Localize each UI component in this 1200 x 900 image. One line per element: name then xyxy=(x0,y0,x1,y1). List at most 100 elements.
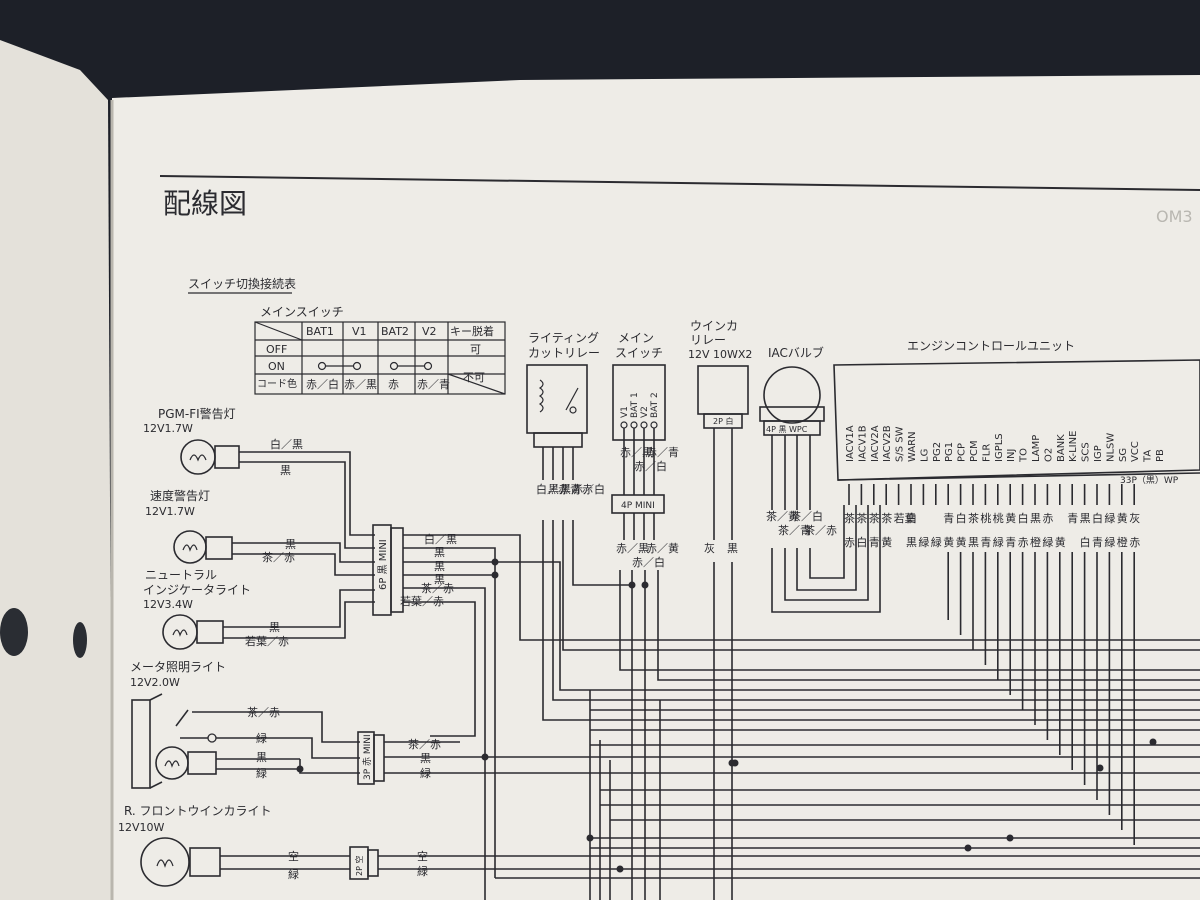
ecu-pin-label: BANK xyxy=(1056,434,1067,462)
ecu-wire-color-bottom: 黄 xyxy=(1055,535,1066,549)
relay-wire-1: 白／赤 xyxy=(536,482,569,496)
binder-hole-2 xyxy=(73,622,87,658)
ecu-wire-color-bottom: 黄 xyxy=(881,535,892,549)
ecu-wire-color-top: 桃 xyxy=(980,511,991,525)
ecu-pin-label: NLSW xyxy=(1105,433,1116,462)
iac-valve-name: IACバルブ xyxy=(768,345,824,360)
color-v1: 赤／黒 xyxy=(344,378,377,391)
main-page xyxy=(112,75,1200,900)
ecu-pin-label: PG2 xyxy=(932,442,943,462)
ecu-wire-color-top: 茶 xyxy=(856,512,867,525)
corner-mark: OM3 xyxy=(1156,207,1193,226)
terminal-bat2: BAT 2 xyxy=(650,392,660,418)
ecu-wire-color-top: 青 xyxy=(1067,512,1078,525)
c3p-out-2: 黒 xyxy=(420,752,431,765)
ecu-wires xyxy=(848,484,1135,845)
ecu-pin-label: PCP xyxy=(957,443,968,462)
connector-6p-black-mini: 6P 黒 MINI 白／黒 黒 黒 黒 茶／赤 若葉／赤 xyxy=(330,451,1200,900)
col-bat1: BAT1 xyxy=(306,325,334,338)
ecu-wire-color-top: 白 xyxy=(1092,511,1103,525)
ecu-pin-label: WARN xyxy=(907,431,918,462)
ecu-pin-label: LAMP xyxy=(1031,435,1042,462)
terminal-bat1: BAT 1 xyxy=(630,392,640,418)
meter-spec: 12V2.0W xyxy=(130,676,180,689)
relay-wire-4: 赤／白 xyxy=(572,482,605,496)
pgm-fi-wire-1: 白／黒 xyxy=(270,437,303,451)
ecu-pin-label: K-LINE xyxy=(1068,431,1079,462)
c6p-out-3: 黒 xyxy=(434,560,445,573)
neutral-wire-1: 黒 xyxy=(269,621,280,634)
ecu-wire-color-top: 黄 xyxy=(1117,511,1128,525)
connector-2p: 2P 空 空 緑 xyxy=(349,834,1200,880)
terminal-v1: V1 xyxy=(620,406,630,418)
ecu-wire-color-bottom: 赤 xyxy=(1018,536,1029,549)
row-off-key: 可 xyxy=(470,343,481,356)
ecu-wire-color-top: 黒 xyxy=(1030,512,1041,525)
ecu-wire-color-top: 白 xyxy=(906,511,917,525)
binder-hole-1 xyxy=(0,608,28,656)
pgm-fi-name: PGM-FI警告灯 xyxy=(158,406,236,421)
speed-warning-lamp: 速度警告灯 12V1.7W 黒 茶／赤 xyxy=(145,488,330,564)
row-off-label: OFF xyxy=(266,343,287,356)
pgm-fi-warning-lamp: PGM-FI警告灯 12V1.7W 白／黒 黒 xyxy=(143,406,330,477)
speed-spec: 12V1.7W xyxy=(145,505,195,518)
color-bat1: 赤／白 xyxy=(306,377,339,391)
ecu-wire-color-top: 桃 xyxy=(993,511,1004,525)
ecu-wire-color-top: 茶 xyxy=(968,512,979,525)
speed-wire-1: 黒 xyxy=(285,538,296,551)
ms-bot-wire-1: 赤／黒 xyxy=(616,542,649,555)
ecu-wire-color-bottom: 緑 xyxy=(1104,535,1115,549)
ms-top-wire-1: 赤／黒 xyxy=(620,446,653,459)
ms-bot-wire-2: 赤／白 xyxy=(632,555,665,569)
ecu-wire-color-bottom: 橙 xyxy=(1030,535,1041,549)
ecu-wire-color-bottom: 黒 xyxy=(906,536,917,549)
ecu-wire-color-top: 緑 xyxy=(1104,511,1115,525)
ecu-wire-color-bottom: 緑 xyxy=(931,535,942,549)
neutral-wire-2: 若葉／赤 xyxy=(245,634,289,648)
speed-wire-2: 茶／赤 xyxy=(262,551,295,564)
terminal-v2: V2 xyxy=(640,406,650,418)
c6p-out-1: 白／黒 xyxy=(424,532,457,546)
iac-valve: IACバルブ 4P 黒 WPC 茶／黄 茶／青 茶／白 茶／赤 xyxy=(759,345,881,613)
winker-relay-name-1: ウインカ xyxy=(690,319,738,333)
c6p-out-6: 若葉／赤 xyxy=(400,594,444,608)
ecu-wire-color-bottom: 青 xyxy=(1005,536,1016,549)
ecu-wire-color-top: 若葉 xyxy=(894,511,916,525)
winker-relay-wire-2: 黒 xyxy=(727,542,738,555)
winker-relay-wire-1: 灰 xyxy=(704,541,715,555)
ecu-wire-color-top: 茶 xyxy=(869,512,880,525)
connector-2p-label: 2P 空 xyxy=(354,856,364,876)
neutral-indicator-lamp: ニュートラル インジケータライト 12V3.4W 黒 若葉／赤 xyxy=(143,568,330,650)
c2p-out-2: 緑 xyxy=(417,864,428,878)
meter-wire-2: 緑 xyxy=(256,731,267,745)
ms-top-wire-2: 赤／白 xyxy=(634,459,667,473)
winker-relay-connector: 2P 白 xyxy=(713,416,733,426)
ecu-wire-color-bottom: 青 xyxy=(980,536,991,549)
ecu-wire-color-top: 青 xyxy=(943,512,954,525)
ms-bot-wire-3: 赤／黄 xyxy=(646,541,679,555)
ecu-wire-color-bottom: 黒 xyxy=(968,536,979,549)
winker-spec: 12V10W xyxy=(118,821,165,834)
switch-table: スイッチ切換接続表 メインスイッチ BAT1 V1 BAT2 V2 キー脱着 O… xyxy=(188,276,506,395)
relay-name-2: カットリレー xyxy=(528,346,600,360)
col-v1: V1 xyxy=(352,325,367,338)
iac-wire-4: 茶／赤 xyxy=(804,524,837,537)
ecu-wire-colors-top: 茶茶茶茶若葉白青白茶桃桃黄白黒赤青黒白緑黄灰 xyxy=(844,511,1140,525)
iac-wire-1: 茶／黄 xyxy=(766,509,799,523)
col-bat2: BAT2 xyxy=(381,325,409,338)
page-title: 配線図 xyxy=(163,187,247,220)
row-on-key: 不可 xyxy=(463,371,485,384)
connector-3p-label: 3P 赤 MINI xyxy=(362,734,373,780)
pgm-fi-spec: 12V1.7W xyxy=(143,422,193,435)
speed-name: 速度警告灯 xyxy=(150,488,210,503)
ecu-pin-label: IACV1B xyxy=(857,425,868,462)
c3p-out-1: 茶／赤 xyxy=(408,738,441,751)
on-connection-bat2-v2 xyxy=(389,361,433,371)
lighting-cut-relay: ライティング カットリレー 白／赤 黒／青 黒／赤 赤／白 xyxy=(526,331,1200,721)
ecu-pin-label: TO xyxy=(1019,448,1030,463)
meter-illumination-lamp: メータ照明ライト 12V2.0W 茶／赤 緑 黒 緑 xyxy=(130,660,300,789)
pgm-fi-wire-2: 黒 xyxy=(280,464,291,477)
color-row-label: コード色 xyxy=(257,377,297,390)
